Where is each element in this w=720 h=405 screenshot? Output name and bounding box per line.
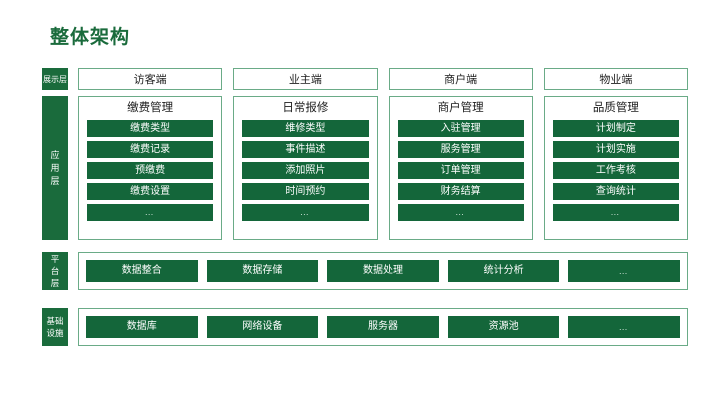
infrastructure-item-more[interactable]: … (568, 316, 680, 338)
application-item[interactable]: 计划制定 (552, 120, 679, 137)
application-layer-row: 应 用 层 缴费管理 缴费类型 缴费记录 预缴费 缴费设置 … 日常报修 维修类… (42, 96, 688, 240)
presentation-box-property[interactable]: 物业端 (543, 68, 688, 90)
application-column-title: 日常报修 (282, 102, 329, 114)
application-column-title: 商户管理 (437, 102, 484, 114)
application-layer-tag-char-3: 层 (50, 175, 60, 186)
application-item[interactable]: 缴费类型 (87, 120, 214, 137)
infrastructure-item[interactable]: 网络设备 (206, 316, 319, 338)
platform-item-more[interactable]: … (568, 260, 680, 282)
infrastructure-layer-tag-char-3: 设 (46, 328, 55, 338)
platform-layer-row: 平 台 层 数据整合 数据存储 数据处理 统计分析 … (42, 252, 688, 290)
presentation-layer-tag: 展示层 (42, 68, 68, 90)
application-item[interactable]: 订单管理 (397, 162, 524, 179)
application-item[interactable]: 添加照片 (242, 162, 369, 179)
application-column-merchant: 商户管理 入驻管理 服务管理 订单管理 财务结算 … (388, 96, 533, 240)
infrastructure-item[interactable]: 服务器 (327, 316, 439, 338)
application-item[interactable]: 缴费记录 (87, 141, 214, 158)
application-item[interactable]: 时间预约 (242, 183, 369, 200)
platform-item[interactable]: 数据处理 (327, 260, 439, 282)
application-item[interactable]: 缴费设置 (87, 183, 214, 200)
infrastructure-items-container: 数据库 网络设备 服务器 资源池 … (78, 308, 688, 346)
application-item-more[interactable]: … (397, 204, 524, 221)
application-item[interactable]: 维修类型 (242, 120, 369, 137)
infrastructure-item[interactable]: 资源池 (447, 316, 560, 338)
platform-layer-tag: 平 台 层 (42, 252, 68, 290)
application-item-more[interactable]: … (242, 204, 369, 221)
application-item-more[interactable]: … (552, 204, 679, 221)
page-title: 整体架构 (50, 27, 131, 48)
platform-item[interactable]: 数据整合 (86, 260, 198, 282)
platform-layer-tag-char-3: 层 (50, 278, 60, 288)
application-layer-tag-char-2: 用 (50, 162, 60, 173)
platform-item[interactable]: 统计分析 (447, 260, 560, 282)
application-column-title: 缴费管理 (127, 102, 174, 114)
application-item[interactable]: 查询统计 (552, 183, 679, 200)
application-column-quality: 品质管理 计划制定 计划实施 工作考核 查询统计 … (543, 96, 688, 240)
application-column-title: 品质管理 (592, 102, 639, 114)
infrastructure-layer-tag-char-1: 基 (46, 316, 55, 326)
infrastructure-layer-row: 基 础 设 施 数据库 网络设备 服务器 资源池 … (42, 308, 688, 346)
presentation-box-visitor[interactable]: 访客端 (78, 68, 223, 90)
infrastructure-layer-tag-char-2: 础 (55, 316, 64, 326)
presentation-box-merchant[interactable]: 商户端 (388, 68, 533, 90)
infrastructure-layer-tag-char-4: 施 (55, 328, 64, 338)
presentation-boxes: 访客端 业主端 商户端 物业端 (78, 68, 688, 90)
infrastructure-item[interactable]: 数据库 (86, 316, 198, 338)
platform-items-container: 数据整合 数据存储 数据处理 统计分析 … (78, 252, 688, 290)
platform-item[interactable]: 数据存储 (206, 260, 319, 282)
presentation-layer-row: 展示层 访客端 业主端 商户端 物业端 (42, 68, 688, 90)
application-column-payment: 缴费管理 缴费类型 缴费记录 预缴费 缴费设置 … (78, 96, 223, 240)
application-item[interactable]: 计划实施 (552, 141, 679, 158)
application-item[interactable]: 财务结算 (397, 183, 524, 200)
application-item[interactable]: 入驻管理 (397, 120, 524, 137)
presentation-box-owner[interactable]: 业主端 (233, 68, 378, 90)
application-item[interactable]: 工作考核 (552, 162, 679, 179)
application-layer-tag-char-1: 应 (50, 149, 60, 160)
application-layer-tag: 应 用 层 (42, 96, 68, 240)
application-columns: 缴费管理 缴费类型 缴费记录 预缴费 缴费设置 … 日常报修 维修类型 事件描述… (78, 96, 688, 240)
application-item[interactable]: 事件描述 (242, 141, 369, 158)
application-item[interactable]: 预缴费 (87, 162, 214, 179)
application-item-more[interactable]: … (87, 204, 214, 221)
platform-layer-tag-char-1: 平 (50, 254, 60, 264)
platform-layer-tag-char-2: 台 (50, 266, 60, 276)
application-column-repair: 日常报修 维修类型 事件描述 添加照片 时间预约 … (233, 96, 378, 240)
application-item[interactable]: 服务管理 (397, 141, 524, 158)
infrastructure-layer-tag: 基 础 设 施 (42, 308, 68, 346)
